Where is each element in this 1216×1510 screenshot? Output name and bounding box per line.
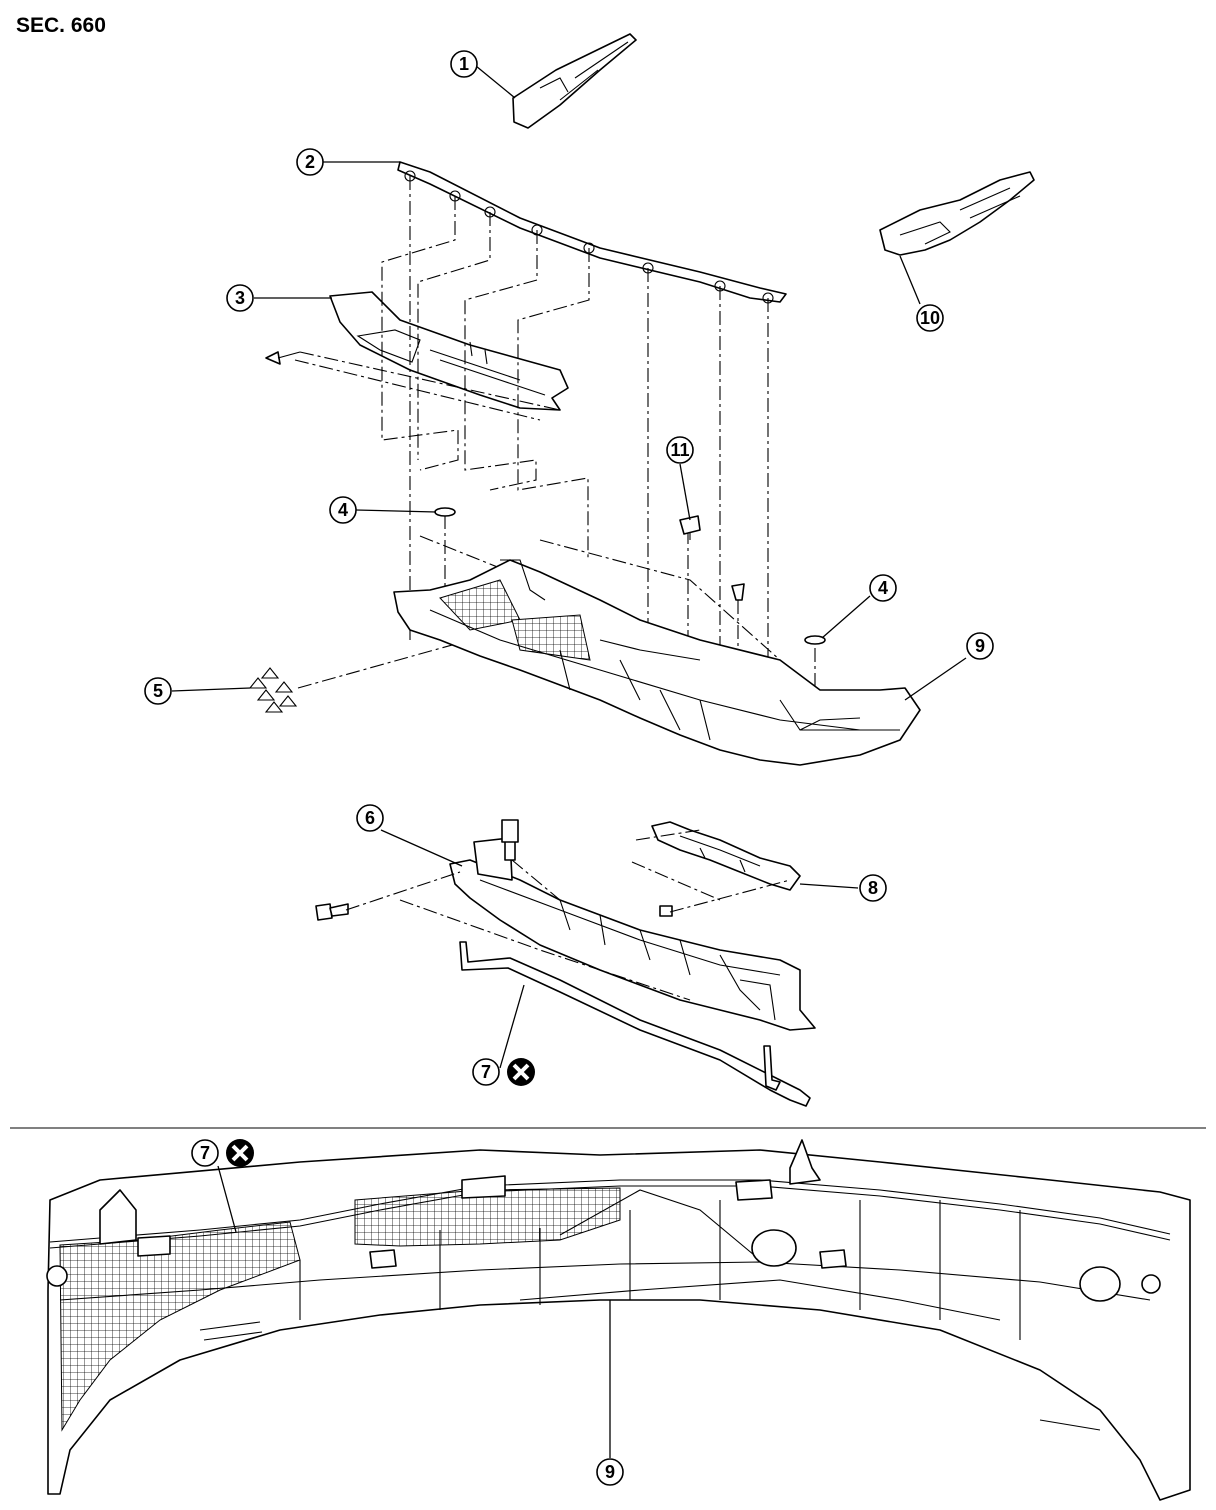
leader-lines xyxy=(171,65,967,1458)
callout-label: 1 xyxy=(459,54,469,74)
callout-4a: 4 xyxy=(329,496,357,524)
callout-label: 8 xyxy=(868,878,878,898)
callout-label: 7 xyxy=(200,1143,210,1163)
callout-label: 9 xyxy=(975,636,985,656)
callout-label: 9 xyxy=(605,1462,615,1482)
callout-label: 6 xyxy=(365,808,375,828)
callout-label: 2 xyxy=(305,152,315,172)
part-7-drain-hose xyxy=(459,941,811,1107)
callout-3: 3 xyxy=(226,284,254,312)
screw-icon xyxy=(265,351,301,365)
callout-label: 7 xyxy=(481,1062,491,1082)
part-2-cowl-top-seal xyxy=(397,161,787,304)
part-9-cowl-top-grille xyxy=(393,559,921,766)
clip-icon xyxy=(679,515,745,601)
part-10-cowl-side-bracket xyxy=(879,171,1035,256)
callout-label: 10 xyxy=(920,308,940,328)
callout-label: 4 xyxy=(338,500,348,520)
circle-x-icon xyxy=(226,1139,254,1167)
section-label: SEC. 660 xyxy=(16,14,106,37)
callout-label: 5 xyxy=(153,681,163,701)
part-6-cowl-top-lower-panel xyxy=(449,837,816,1031)
callout-4b: 4 xyxy=(869,574,897,602)
alignment-lines-lower xyxy=(345,829,791,1001)
installed-view-cowl-assembly xyxy=(46,1139,1191,1501)
callout-7b: 7 xyxy=(191,1139,219,1167)
callout-label: 4 xyxy=(878,578,888,598)
callout-6: 6 xyxy=(356,804,384,832)
part-8-cowl-bracket xyxy=(651,821,801,891)
callout-11: 11 xyxy=(666,436,694,464)
bolt-icon xyxy=(315,819,673,921)
callout-2: 2 xyxy=(296,148,324,176)
part-3-cowl-top-extension xyxy=(329,291,569,411)
callout-1: 1 xyxy=(450,50,478,78)
circle-x-icon xyxy=(507,1058,535,1086)
callout-label: 3 xyxy=(235,288,245,308)
callout-9a: 9 xyxy=(966,632,994,660)
callout-label: 11 xyxy=(670,440,689,460)
callout-8: 8 xyxy=(859,874,887,902)
grommet-icon xyxy=(434,507,826,645)
callout-5: 5 xyxy=(144,677,172,705)
callout-10: 10 xyxy=(916,304,944,332)
callout-7a: 7 xyxy=(472,1058,500,1086)
clip-set-icon xyxy=(248,667,298,713)
callout-9b: 9 xyxy=(596,1458,624,1486)
part-1-cowl-top-cover-end xyxy=(512,33,637,129)
